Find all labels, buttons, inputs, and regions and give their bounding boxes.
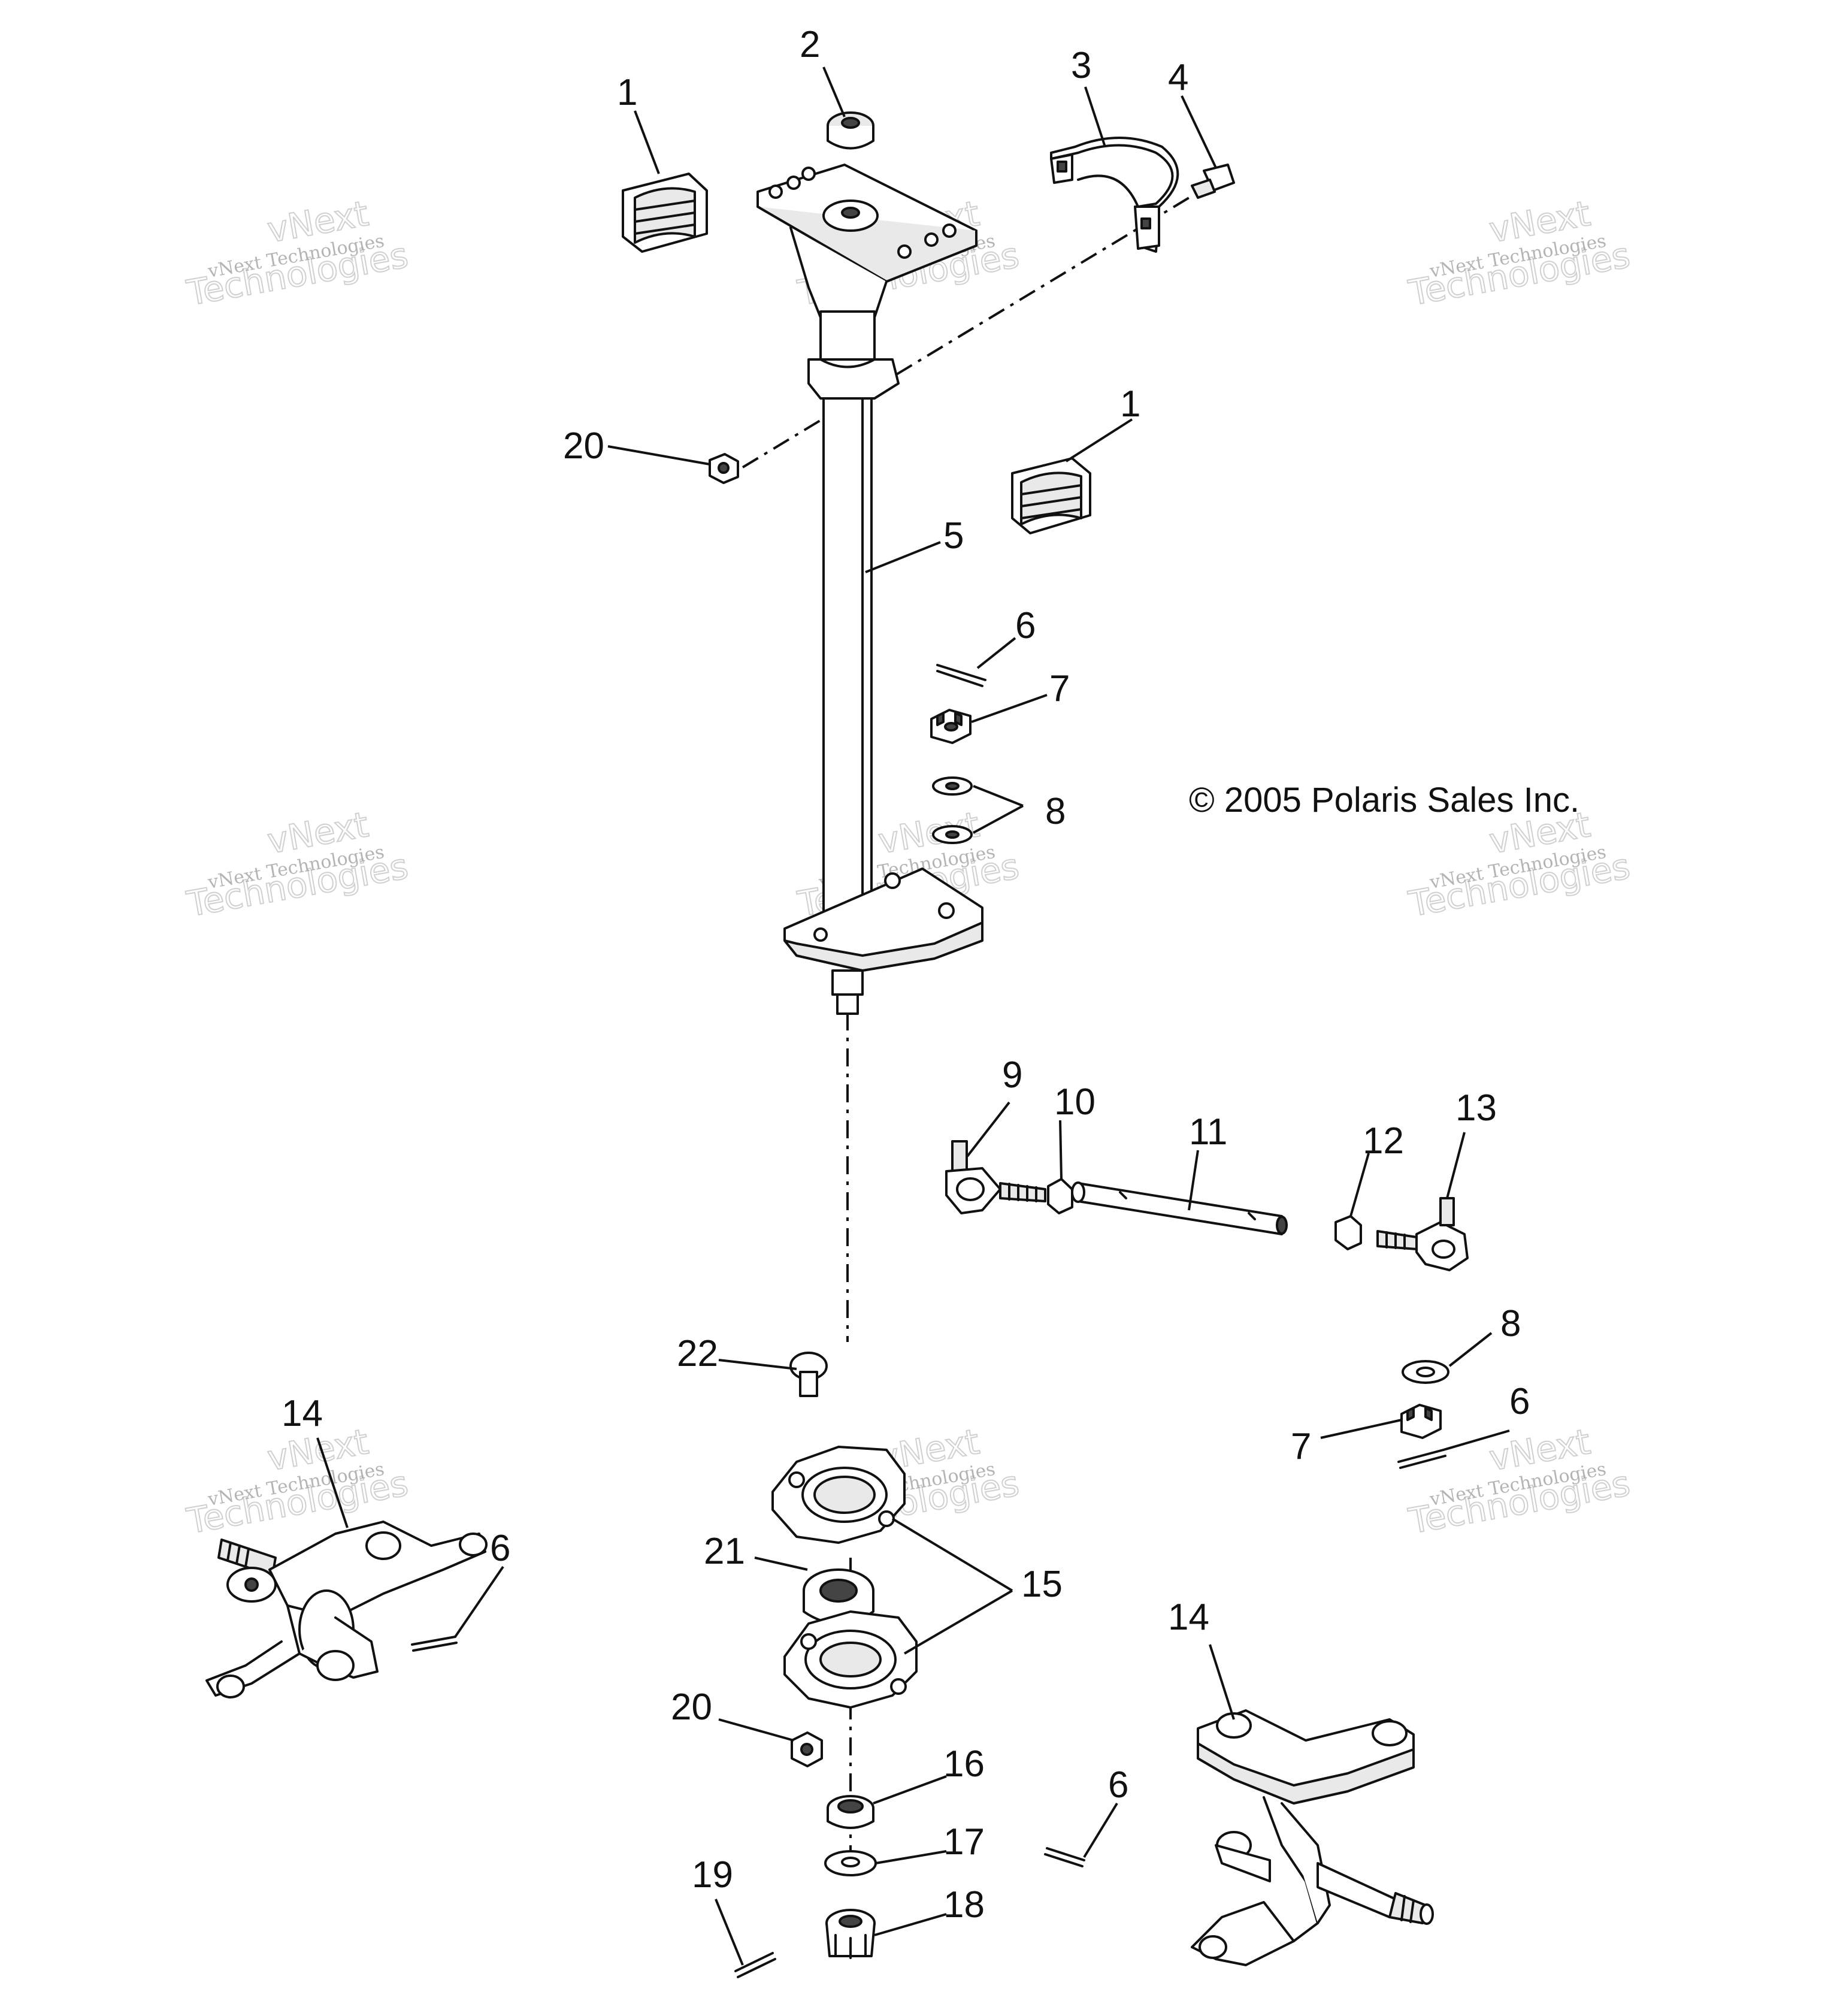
watermark: vNext Technologies vNext Technologies xyxy=(183,192,412,314)
callout-7-lower: 7 xyxy=(1291,1426,1311,1467)
washer-part-8-lower xyxy=(1402,1360,1449,1384)
callout-13: 13 xyxy=(1455,1087,1497,1129)
callout-6-left: 6 xyxy=(490,1528,510,1569)
grommet-part-2 xyxy=(827,111,874,150)
castle-nut-part-18 xyxy=(825,1909,876,1959)
callout-16: 16 xyxy=(943,1743,985,1785)
callout-20-upper: 20 xyxy=(563,425,604,467)
callout-6-lower-mid: 6 xyxy=(1108,1764,1128,1806)
callout-4: 4 xyxy=(1168,57,1188,98)
callout-5: 5 xyxy=(943,515,964,557)
callout-18: 18 xyxy=(943,1884,985,1926)
leader-lines xyxy=(316,67,1510,1966)
flange-part-15-lower xyxy=(783,1610,918,1709)
pin-part-22 xyxy=(789,1352,828,1397)
nut-part-20-upper xyxy=(709,453,739,484)
clamp-part-3 xyxy=(1050,137,1179,253)
cotter-pin-part-6-lower-right xyxy=(1397,1449,1446,1469)
copyright-notice: © 2005 Polaris Sales Inc. xyxy=(1189,781,1579,820)
washer-part-8-upper-b xyxy=(932,825,973,844)
callout-6-upper: 6 xyxy=(1015,605,1036,646)
callout-17: 17 xyxy=(943,1821,985,1863)
spindle-part-14-left xyxy=(205,1521,488,1698)
seal-part-16 xyxy=(827,1795,874,1829)
tie-rod-end-part-9 xyxy=(945,1140,1046,1214)
bushing-part-1-top xyxy=(622,173,708,253)
callout-7-upper: 7 xyxy=(1049,668,1070,709)
spindle-part-14-right xyxy=(1191,1709,1434,1966)
cotter-pin-part-6-lower-mid xyxy=(1044,1847,1085,1867)
callout-8-upper: 8 xyxy=(1045,791,1066,832)
watermark: vNext Technologies vNext Technologies xyxy=(183,803,412,925)
bolt-axis-line xyxy=(742,188,1205,469)
jam-nut-part-10 xyxy=(1047,1178,1073,1214)
washer-part-17 xyxy=(824,1850,877,1876)
callout-1-right: 1 xyxy=(1120,383,1140,425)
callout-3: 3 xyxy=(1071,45,1091,86)
washer-part-8-upper-a xyxy=(932,776,973,796)
steering-post-part-5 xyxy=(756,164,983,1015)
castle-nut-part-7-lower xyxy=(1400,1404,1442,1439)
callout-15: 15 xyxy=(1021,1564,1063,1605)
castle-nut-part-7-upper xyxy=(930,709,972,744)
callout-12: 12 xyxy=(1363,1120,1404,1162)
callouts: 1 2 3 4 20 1 5 6 7 8 9 10 11 12 13 8 7 6… xyxy=(282,24,1530,1926)
bolt-part-4 xyxy=(1191,164,1235,199)
bushing-part-1-right xyxy=(1011,457,1091,534)
tie-rod-part-11 xyxy=(1071,1181,1288,1235)
callout-19: 19 xyxy=(692,1854,733,1896)
callout-14-left: 14 xyxy=(282,1393,323,1434)
callout-10: 10 xyxy=(1054,1081,1095,1123)
callout-6-lower-right: 6 xyxy=(1509,1381,1530,1422)
tie-rod-end-part-13 xyxy=(1376,1197,1469,1271)
callout-8-lower: 8 xyxy=(1500,1303,1521,1344)
callout-14-right: 14 xyxy=(1168,1597,1209,1638)
callout-9: 9 xyxy=(1002,1054,1022,1096)
cotter-pin-part-19 xyxy=(734,1952,776,1978)
cotter-pin-part-6-left xyxy=(411,1636,458,1652)
callout-22: 22 xyxy=(677,1333,718,1374)
nut-part-20-lower xyxy=(791,1731,823,1767)
callout-11: 11 xyxy=(1189,1111,1227,1153)
watermarks: vNext Technologies vNext Technologies vN… xyxy=(183,192,1634,1542)
callout-21: 21 xyxy=(704,1531,745,1572)
callout-1-top: 1 xyxy=(617,72,637,113)
callout-2: 2 xyxy=(800,24,820,65)
watermark: vNext Technologies vNext Technologies xyxy=(1405,1420,1634,1542)
flange-part-15-upper xyxy=(771,1446,906,1544)
callout-20-lower: 20 xyxy=(671,1686,712,1728)
watermark: vNext Technologies vNext Technologies xyxy=(1405,192,1634,314)
jam-nut-part-12 xyxy=(1334,1215,1362,1250)
cotter-pin-part-6-upper xyxy=(936,664,986,687)
